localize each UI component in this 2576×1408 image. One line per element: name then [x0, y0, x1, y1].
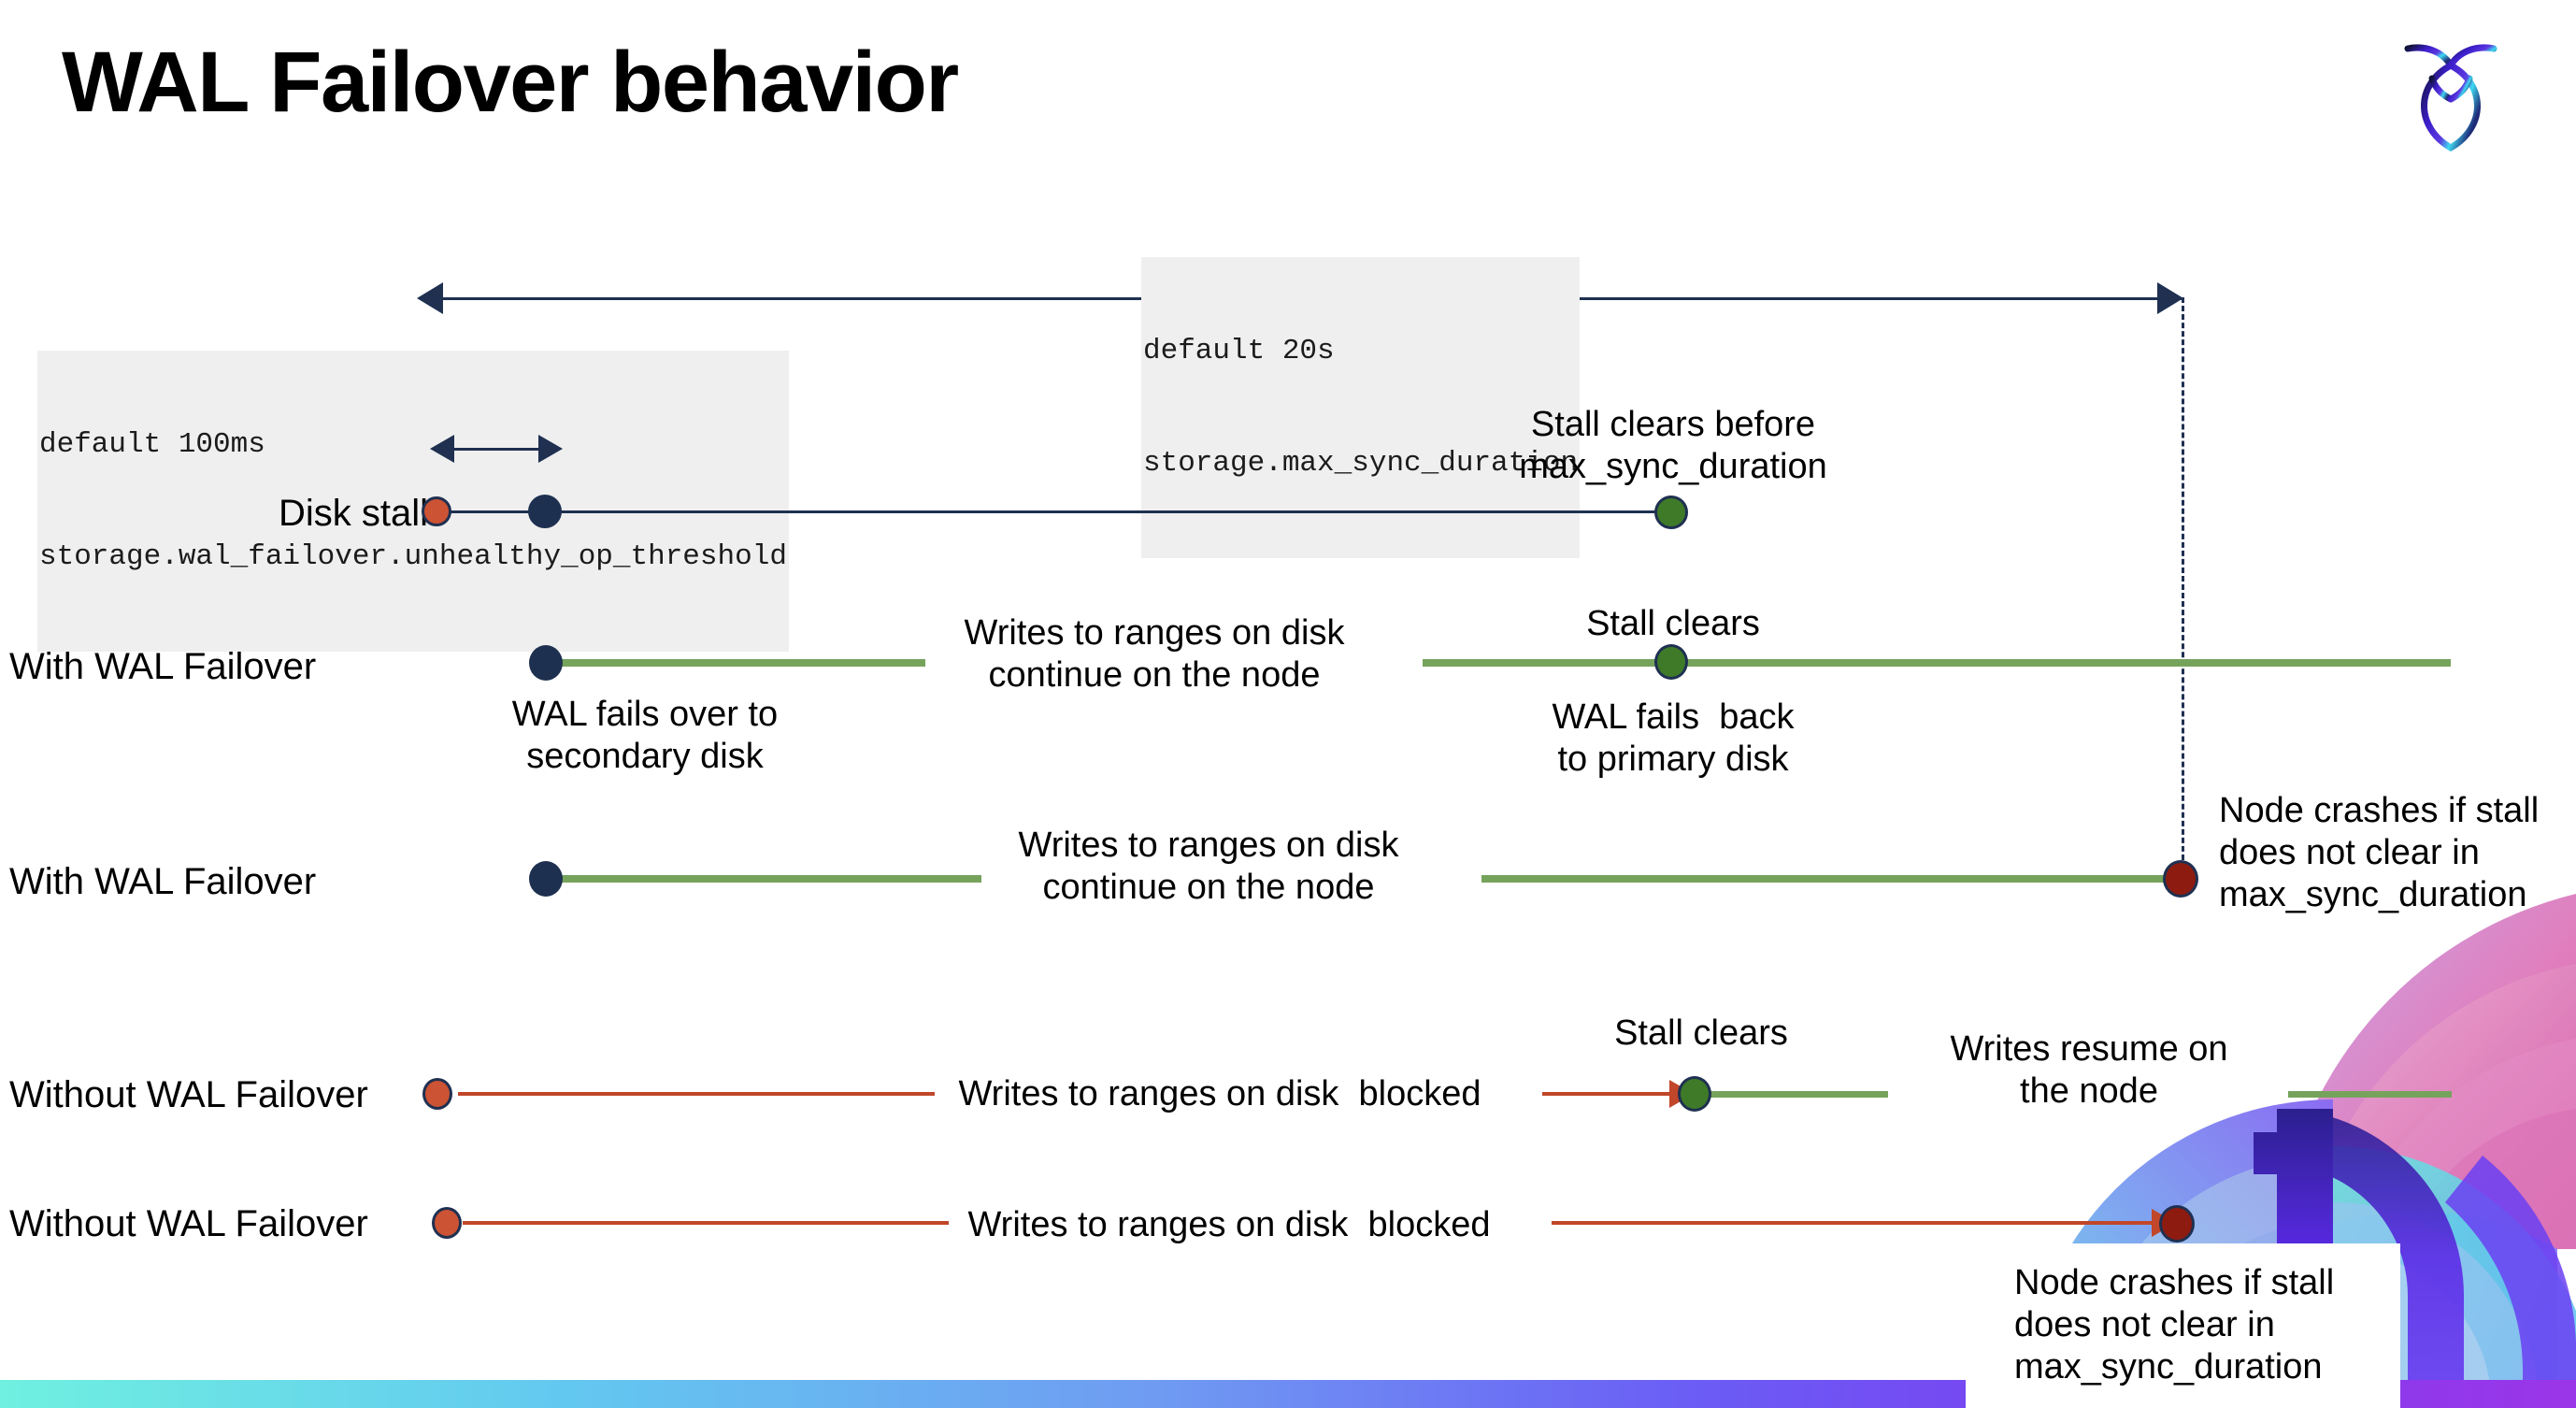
- without-wal-failover-1-start-marker: [422, 1078, 452, 1110]
- page-title: WAL Failover behavior: [62, 35, 959, 130]
- row-label-disk-stalls: Disk stalls: [278, 493, 447, 534]
- unhealthy-op-threshold-right-arrowhead: [538, 435, 563, 463]
- note-writes-continue-1: Writes to ranges on disk continue on the…: [964, 613, 1345, 695]
- note-stall-clears-1: Stall clears: [1586, 604, 1760, 643]
- max-sync-duration-default: default 20s: [1143, 332, 1335, 370]
- max-sync-duration-left-arrowhead: [417, 282, 443, 314]
- without-wal-failover-1-blocked-line-a: [458, 1092, 935, 1096]
- without-wal-failover-2-blocked-line-a: [463, 1221, 949, 1225]
- disk-stalls-timeline: [439, 510, 1682, 513]
- note-node-crashes-1: Node crashes if stall does not clear in …: [2219, 791, 2540, 914]
- without-wal-failover-1-resume-line-a: [1710, 1091, 1888, 1098]
- note-stall-clears-before-max-sync: Stall clears before max_sync_duration: [1519, 405, 1827, 486]
- without-wal-failover-1-blocked-line-b: [1542, 1092, 1678, 1096]
- note-wal-fails-back-to-primary-disk: WAL fails back to primary disk: [1552, 697, 1795, 779]
- wal-failover-2-node-crash-marker: [2163, 860, 2198, 898]
- note-wal-fails-over-to-secondary-disk: WAL fails over to secondary disk: [511, 695, 779, 776]
- unhealthy-op-threshold-setting-chip: default 100ms storage.wal_failover.unhea…: [37, 351, 789, 653]
- node-crash-callout-panel: [1966, 1243, 2400, 1408]
- max-sync-duration-right-arrowhead: [2157, 282, 2183, 314]
- disk-stall-clear-marker: [1654, 496, 1688, 529]
- note-writes-continue-2: Writes to ranges on disk continue on the…: [1018, 826, 1399, 907]
- without-wal-failover-2-node-crash-marker: [2159, 1205, 2195, 1243]
- max-sync-duration-setting-chip: default 20s storage.max_sync_duration: [1141, 257, 1581, 559]
- without-wal-failover-1-resume-line-b: [2288, 1091, 2452, 1098]
- note-node-crashes-2: Node crashes if stall does not clear in …: [2014, 1263, 2335, 1386]
- with-wal-failover-2-segment-b: [1481, 875, 2178, 883]
- with-wal-failover-1-segment-b: [1423, 659, 2451, 667]
- unhealthy-op-threshold-key: storage.wal_failover.unhealthy_op_thresh…: [39, 539, 787, 577]
- note-writes-resume-on-node: Writes resume on the node: [1950, 1029, 2228, 1111]
- row-label-without-wal-failover-2: Without WAL Failover: [9, 1203, 368, 1244]
- wal-failover-1-start-marker: [529, 645, 563, 681]
- max-sync-duration-dashed-guide: [2182, 297, 2184, 877]
- unhealthy-op-threshold-span-line: [454, 448, 538, 451]
- cockroach-labs-logo-icon: [2404, 44, 2497, 152]
- wal-failover-2-start-marker: [529, 861, 563, 897]
- row-label-with-wal-failover-1: With WAL Failover: [9, 646, 317, 687]
- row-label-without-wal-failover-1: Without WAL Failover: [9, 1074, 368, 1115]
- disk-stall-start-marker: [422, 496, 451, 526]
- note-writes-blocked-1: Writes to ranges on disk blocked: [958, 1074, 1481, 1113]
- without-wal-failover-1-clear-marker: [1678, 1076, 1711, 1112]
- note-writes-blocked-2: Writes to ranges on disk blocked: [967, 1205, 1491, 1244]
- with-wal-failover-2-segment-a: [551, 875, 981, 883]
- wal-failover-1-clear-marker: [1654, 644, 1688, 680]
- without-wal-failover-2-blocked-line-b: [1552, 1221, 2164, 1225]
- row-label-with-wal-failover-2: With WAL Failover: [9, 861, 317, 902]
- unhealthy-op-threshold-default: default 100ms: [39, 425, 265, 464]
- disk-stall-threshold-marker: [528, 495, 562, 528]
- max-sync-duration-key: storage.max_sync_duration: [1143, 445, 1579, 483]
- unhealthy-op-threshold-left-arrowhead: [430, 435, 454, 463]
- note-stall-clears-2: Stall clears: [1614, 1013, 1788, 1053]
- without-wal-failover-2-start-marker: [432, 1207, 462, 1239]
- with-wal-failover-1-segment-a: [551, 659, 925, 667]
